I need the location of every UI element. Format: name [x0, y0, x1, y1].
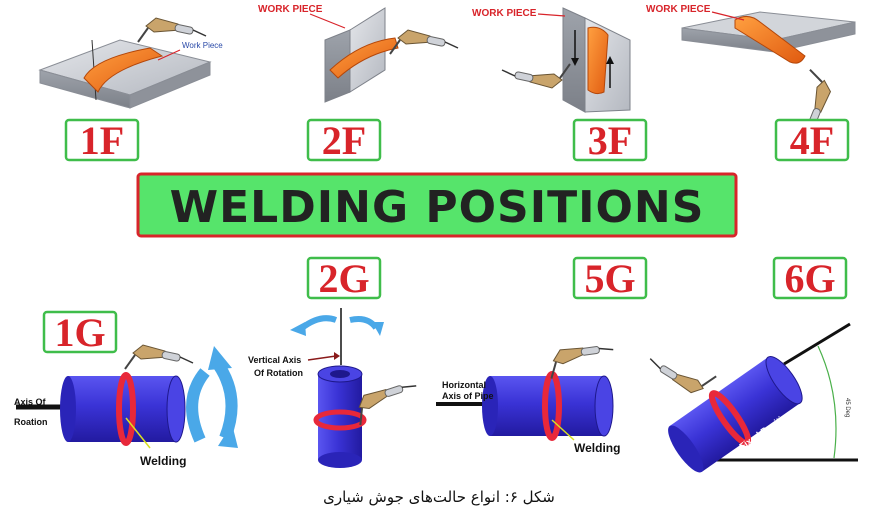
vertical-axis-label-2: Of Rotation — [254, 368, 303, 378]
svg-text:1G: 1G — [54, 310, 105, 355]
angle-label: 45 Deg — [844, 398, 850, 417]
label-6g: 6G — [772, 256, 848, 301]
plate-2f — [324, 7, 399, 103]
horizontal-axis-label-2: Axis of Pipe — [442, 391, 494, 401]
plate-4f — [681, 11, 856, 64]
welding-label-5g: Welding — [574, 441, 620, 455]
label-4f: 4F — [774, 118, 850, 163]
axis-of-rotation-label-2: Roation — [14, 417, 48, 427]
label-2f: 2F — [306, 118, 382, 163]
work-piece-label-3f: WORK PIECE — [472, 8, 537, 19]
vertical-axis-label-1: Vertical Axis — [248, 355, 301, 365]
plate-1f — [38, 39, 212, 109]
svg-text:5G: 5G — [584, 256, 635, 301]
welding-torch-icon — [137, 17, 207, 43]
axis-of-rotation-label-1: Axis Of — [14, 397, 47, 407]
welding-torch-icon — [643, 352, 718, 400]
title-banner: WELDING POSITIONS — [136, 172, 738, 238]
label-1f: 1F — [64, 118, 140, 163]
welding-torch-icon — [124, 344, 194, 370]
welding-torch-icon — [501, 63, 571, 89]
welding-torch-icon — [389, 29, 459, 55]
label-5g: 5G — [572, 256, 648, 301]
plate-3f — [562, 7, 631, 113]
pointer-1f — [157, 49, 181, 61]
rotation-arrow-icon — [186, 346, 238, 448]
pipe-5g — [436, 371, 614, 441]
welding-label-1g: Welding — [140, 454, 186, 468]
figure-caption: شکل ۶: انواع حالت‌های جوش شیاری — [323, 488, 555, 506]
svg-text:1F: 1F — [80, 118, 124, 163]
welding-torch-icon — [542, 331, 617, 380]
svg-text:4F: 4F — [790, 118, 834, 163]
pointer-4f — [711, 11, 745, 21]
work-piece-label-4f: WORK PIECE — [646, 4, 711, 15]
horizontal-axis-label-1: Horizontal — [442, 380, 486, 390]
label-2g: 2G — [306, 256, 382, 301]
svg-text:6G: 6G — [784, 256, 835, 301]
banner-title: WELDING POSITIONS — [170, 182, 705, 233]
svg-text:2G: 2G — [318, 256, 369, 301]
label-1g: 1G — [42, 310, 118, 355]
work-piece-label-2f: WORK PIECE — [258, 4, 323, 15]
pipe-6g — [668, 322, 858, 473]
pointer-2f — [309, 13, 346, 29]
work-piece-label-1f: Work Piece — [182, 41, 223, 50]
label-3f: 3F — [572, 118, 648, 163]
pipe-2g — [290, 308, 384, 468]
pipe-1g — [16, 372, 186, 449]
pointer-3f — [537, 13, 566, 17]
svg-text:3F: 3F — [588, 118, 632, 163]
svg-text:2F: 2F — [322, 118, 366, 163]
